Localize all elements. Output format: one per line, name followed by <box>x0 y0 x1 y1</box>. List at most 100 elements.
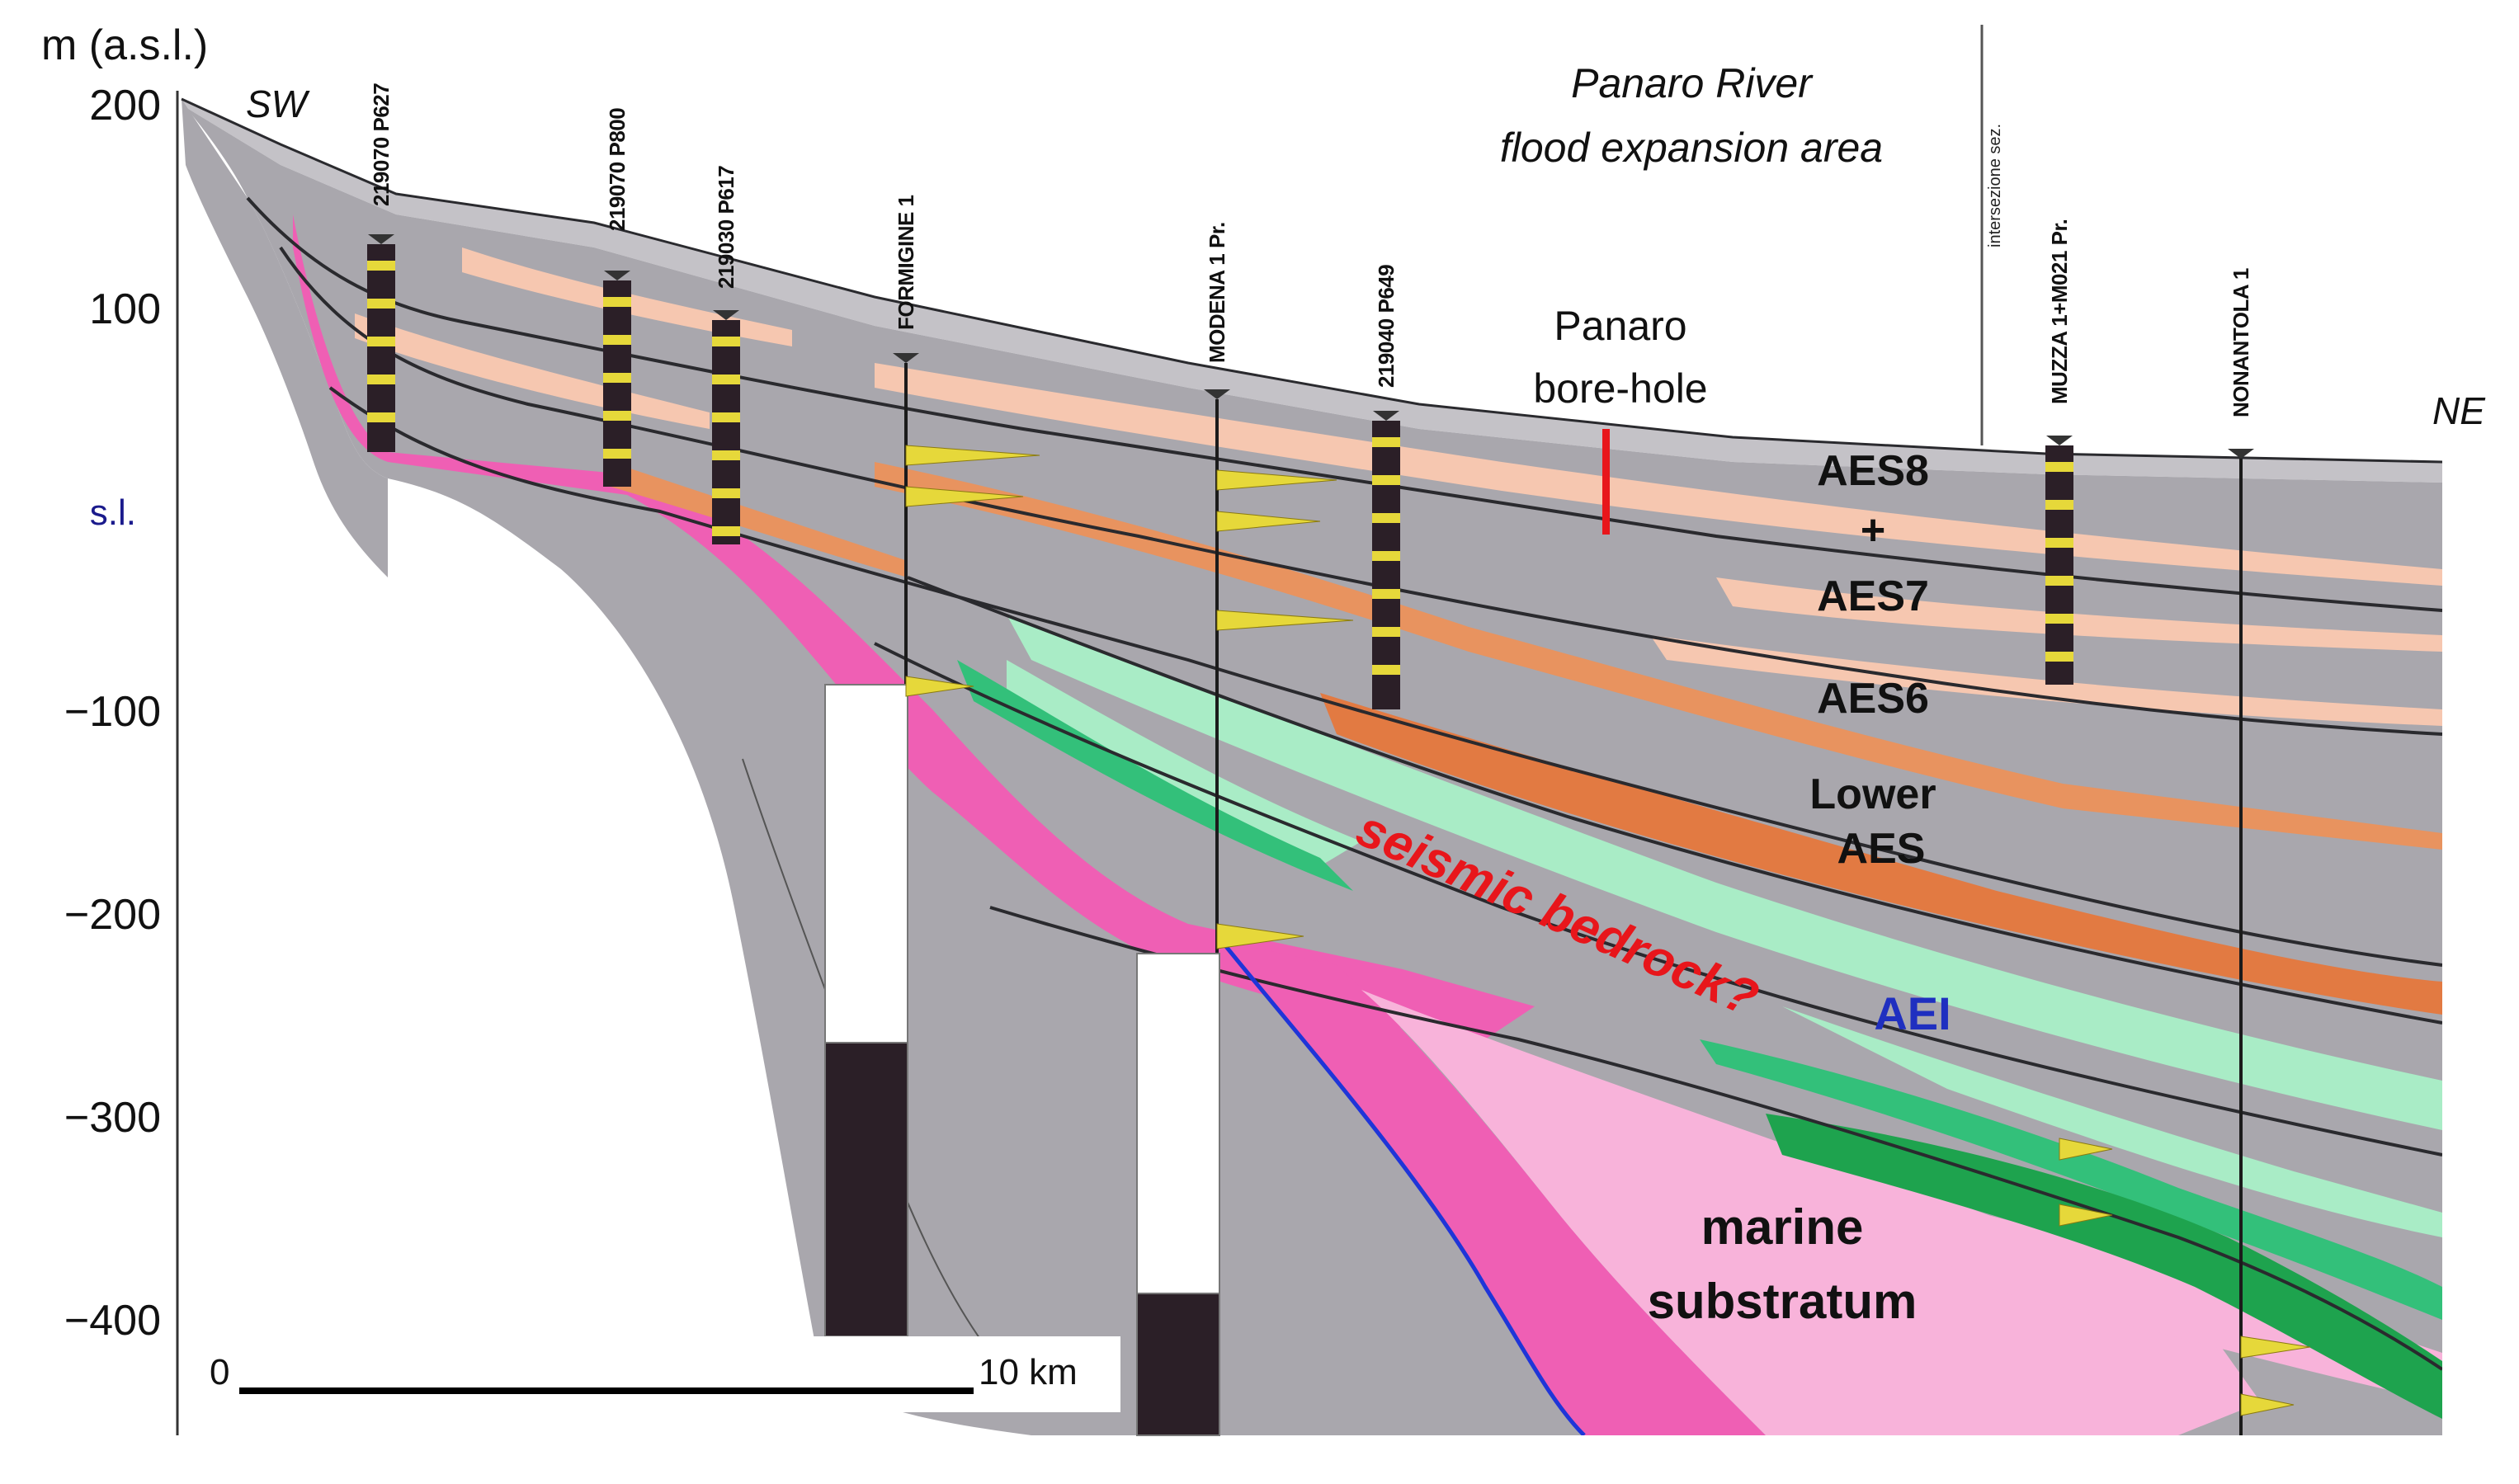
orange-band-left <box>611 462 908 577</box>
direction-ne: NE <box>2432 389 2486 432</box>
well-8: NONANTOLA 1 <box>2228 268 2254 1435</box>
gravel-tongue <box>2240 1393 2295 1416</box>
unit-label-aes7: AES7 <box>1817 572 1929 620</box>
gravel-tongue <box>1216 923 1304 949</box>
borehole-label-line2: bore-hole <box>1533 365 1707 412</box>
gravel-layer <box>1372 513 1400 523</box>
gravel-layer <box>367 299 395 309</box>
well-label: MODENA 1 Pr. <box>1205 222 1229 363</box>
gravel-layer <box>1372 437 1400 447</box>
gravel-tongue <box>1216 511 1321 532</box>
area-title-line1: Panaro River <box>1571 60 1814 106</box>
well-head-icon <box>604 271 630 280</box>
gravel-layer <box>2045 652 2073 662</box>
gravel-layer <box>603 449 631 459</box>
unit-label-aei: AEI <box>1874 987 1951 1039</box>
marine-label-line1: marine <box>1701 1199 1864 1255</box>
peach-band-1 <box>875 363 2442 586</box>
well-7: MUZZA 1+M021 Pr. <box>2045 219 2073 685</box>
gravel-layer <box>603 335 631 345</box>
axis-tick-sea-level: s.l. <box>90 492 136 533</box>
panaro-borehole-bar <box>1602 429 1610 535</box>
right-white-strip <box>2442 445 2519 1484</box>
gravel-layer <box>712 488 740 498</box>
axis-tick-minus-300: −300 <box>64 1094 161 1142</box>
gravel-layer <box>603 411 631 421</box>
gravel-layer <box>2045 538 2073 548</box>
green-band-1 <box>957 660 1353 891</box>
mint-band-lower <box>1007 660 1361 866</box>
ground-surface-line <box>181 97 2443 464</box>
well-head-icon <box>1373 411 1399 421</box>
gravel-layer <box>367 261 395 271</box>
axis-tick-200: 200 <box>89 82 161 130</box>
pink-lower-wedge <box>1361 990 2261 1435</box>
well-head-icon <box>368 234 394 244</box>
core-column <box>824 1042 908 1337</box>
core-column <box>1136 953 1220 1294</box>
area-title-line2: flood expansion area <box>1500 125 1883 171</box>
well-1: 219070 P627 <box>367 83 395 452</box>
unit-label-lower-aes-line1: Lower <box>1809 770 1936 818</box>
well-label: 219030 P617 <box>714 166 738 289</box>
gravel-tongue <box>905 486 1024 507</box>
gravel-layer <box>2045 614 2073 624</box>
gravel-layer <box>367 375 395 384</box>
gravel-layer <box>712 450 740 460</box>
green-band-2 <box>1700 1039 2442 1320</box>
vertical-axis: m (a.s.l.) 200 100 s.l. −100 −200 −300 −… <box>41 21 208 1435</box>
axis-title: m (a.s.l.) <box>41 21 208 69</box>
axis-tick-minus-200: −200 <box>64 891 161 939</box>
axis-tick-minus-100: −100 <box>64 688 161 736</box>
gravel-tongue <box>1216 469 1337 491</box>
well-head-icon <box>893 353 919 363</box>
boundary-line-6 <box>989 906 2444 1371</box>
gravel-layer <box>367 412 395 422</box>
gravel-layer <box>2045 462 2073 472</box>
gravel-layer <box>603 373 631 383</box>
gravel-layer <box>2045 500 2073 510</box>
gravel-layer <box>1372 665 1400 675</box>
scale-start-label: 0 <box>210 1352 229 1392</box>
gravel-tongue <box>2059 1138 2113 1161</box>
boundary-line-5 <box>874 642 2443 1157</box>
core-column <box>1136 1293 1220 1436</box>
bottom-white-strip <box>177 1435 2519 1484</box>
well-head-icon <box>2228 449 2254 459</box>
gravel-tongue <box>905 676 974 697</box>
unit-label-lower-aes-line2: AES <box>1837 825 1926 873</box>
scale-end-label: 10 km <box>979 1352 1078 1392</box>
well-6: 219040 P649 <box>1372 265 1400 709</box>
boundary-line-3 <box>328 386 2443 967</box>
peach-band-2 <box>1716 577 2442 652</box>
boundary-line-4 <box>907 576 2443 1025</box>
well-label: 219070 P800 <box>605 108 630 231</box>
gravel-layer <box>712 412 740 422</box>
gravel-tongue <box>1216 610 1354 631</box>
well-2: 219070 P800 <box>603 108 631 487</box>
unit-label-aes6: AES6 <box>1817 675 1929 723</box>
boundary-line-1 <box>246 196 2443 612</box>
dark-green-band <box>1766 1114 2442 1419</box>
borehole-label-line1: Panaro <box>1554 303 1686 349</box>
upper-left-slope <box>182 99 388 577</box>
gravel-layer <box>712 375 740 384</box>
well-label: 219040 P649 <box>1374 265 1399 388</box>
well-head-icon <box>2046 436 2073 445</box>
orange-band-upper <box>875 462 2442 850</box>
well-column <box>712 320 740 544</box>
section-intersection-label: intersezione sez. <box>1986 124 2004 247</box>
gravel-layer <box>367 337 395 346</box>
gravel-layer <box>1372 551 1400 561</box>
mint-band-upper <box>1007 615 2442 1130</box>
gravel-layer <box>1372 627 1400 637</box>
gravel-layer <box>603 297 631 307</box>
gravel-layer <box>2045 576 2073 586</box>
gravel-layer <box>712 337 740 346</box>
unit-label-plus: + <box>1861 506 1885 554</box>
well-label: 219070 P627 <box>369 83 394 206</box>
left-white-shadow <box>177 206 825 1435</box>
well-label: NONANTOLA 1 <box>2229 268 2253 417</box>
